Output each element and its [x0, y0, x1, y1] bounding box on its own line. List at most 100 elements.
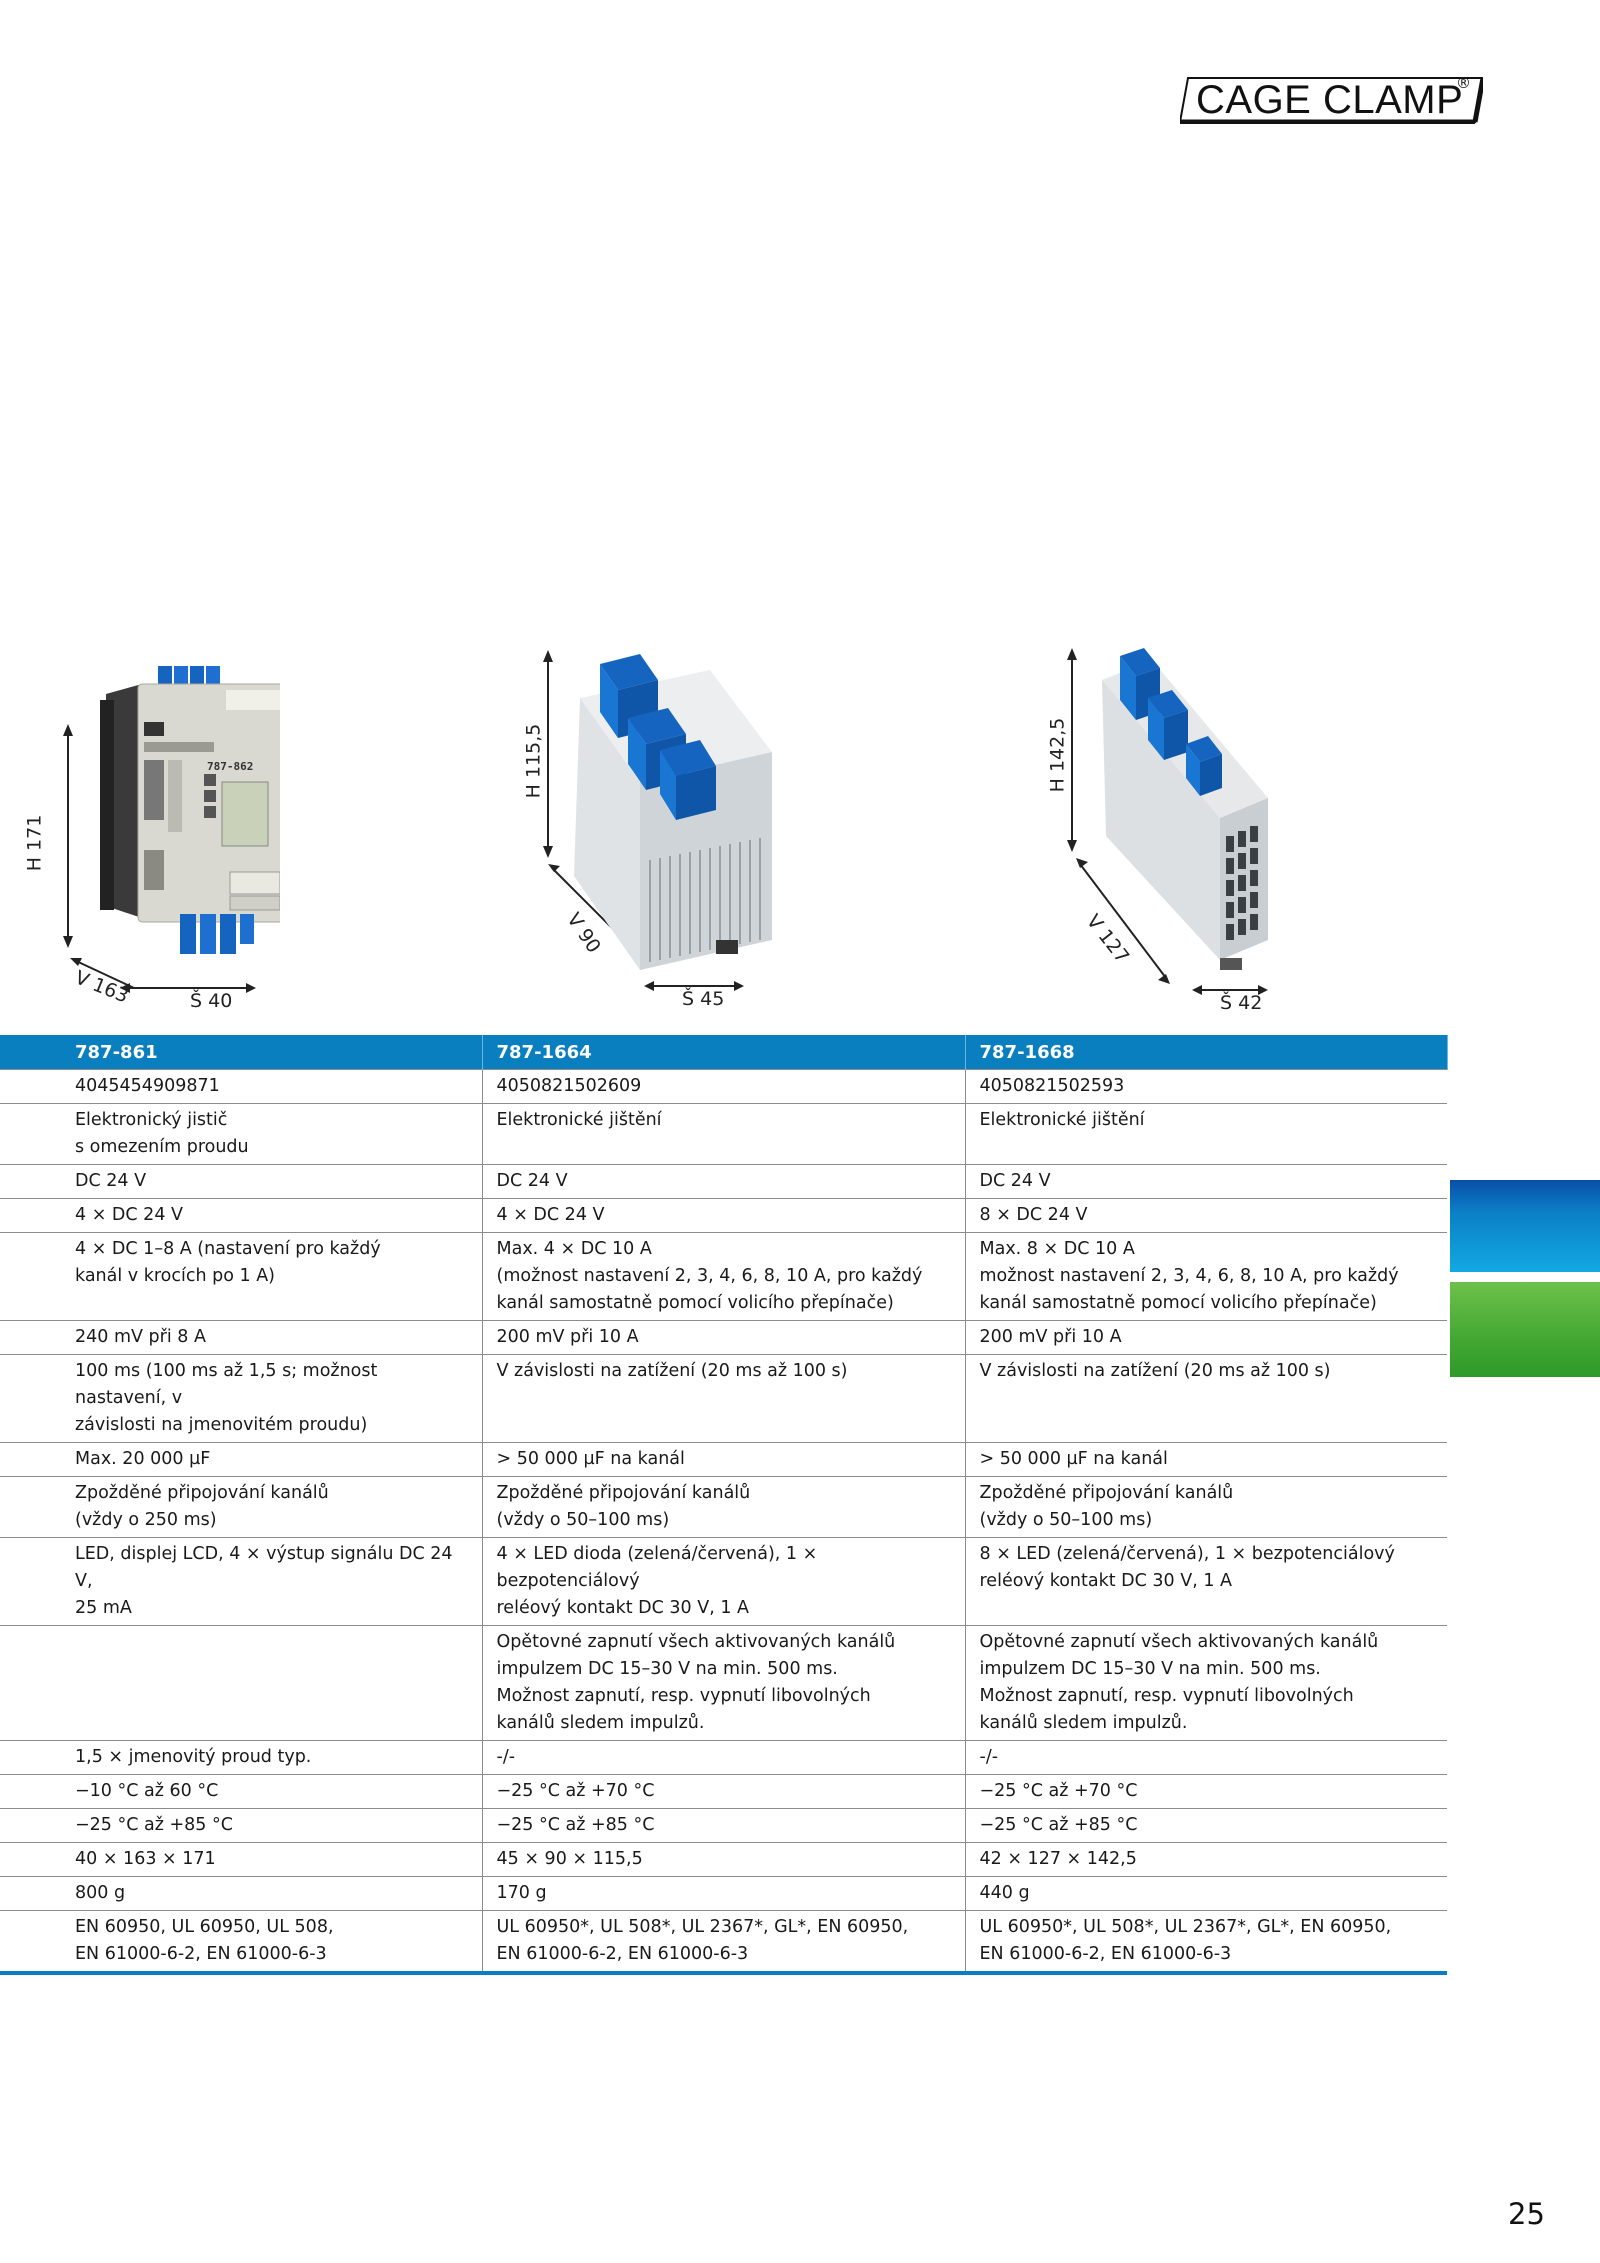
side-tab-blue — [1450, 1180, 1600, 1272]
table-row: Opětovné zapnutí všech aktivovaných kaná… — [0, 1625, 1447, 1741]
cell-line: Zpožděné připojování kanálů — [496, 1483, 751, 1503]
cell-line: 200 mV při 10 A — [979, 1327, 1122, 1347]
cell-line: 25 mA — [75, 1598, 132, 1618]
table-cell: DC 24 V — [0, 1164, 483, 1199]
cell-line: kanál samostatně pomocí volicího přepína… — [979, 1293, 1377, 1313]
table-cell: 4050821502609 — [482, 1069, 966, 1104]
cell-line: (vždy o 50–100 ms) — [496, 1510, 670, 1530]
table-cell: 8 × DC 24 V — [965, 1198, 1447, 1233]
product-1-width-label: Š 40 — [190, 990, 233, 1012]
table-cell: 200 mV při 10 A — [482, 1320, 966, 1355]
table-row: 240 mV při 8 A 200 mV při 10 A 200 mV při … — [0, 1320, 1447, 1355]
table-cell: 4045454909871 — [0, 1069, 483, 1104]
cell-line: -/- — [979, 1747, 999, 1767]
table-row: Zpožděné připojování kanálů (vždy o 250 m… — [0, 1476, 1447, 1538]
column-header: 787-1664 — [482, 1035, 966, 1070]
cell-line: 8 × DC 24 V — [979, 1205, 1088, 1225]
cell-line: EN 60950, UL 60950, UL 508, — [75, 1917, 334, 1937]
table-row: 800 g 170 g 440 g — [0, 1876, 1447, 1911]
table-cell: 4 × DC 24 V — [482, 1198, 966, 1233]
cell-line: (vždy o 50–100 ms) — [979, 1510, 1153, 1530]
cell-line: 440 g — [979, 1883, 1030, 1903]
cell-line: EN 61000-6-2, EN 61000-6-3 — [979, 1944, 1232, 1964]
cell-line: 4 × DC 1–8 A (nastavení pro každý — [75, 1239, 381, 1259]
cell-line: Možnost zapnutí, resp. vypnutí libovolný… — [496, 1686, 871, 1706]
cell-line: (možnost nastavení 2, 3, 4, 6, 8, 10 A, … — [496, 1266, 923, 1286]
table-cell: −25 °C až +85 °C — [482, 1808, 966, 1843]
cell-line: 8 × LED (zelená/červená), 1 × bezpotenci… — [979, 1544, 1395, 1564]
cell-line: > 50 000 µF na kanál — [979, 1449, 1168, 1469]
cell-line: impulzem DC 15–30 V na min. 500 ms. — [496, 1659, 838, 1679]
table-cell: V závislosti na zatížení (20 ms až 100 s… — [965, 1354, 1447, 1443]
table-cell: 100 ms (100 ms až 1,5 s; možnost nastave… — [0, 1354, 483, 1443]
table-cell: 42 × 127 × 142,5 — [965, 1842, 1447, 1877]
cell-line: 800 g — [75, 1883, 126, 1903]
table-cell: 4 × LED dioda (zelená/červená), 1 × bezp… — [482, 1537, 966, 1626]
cell-line: −10 °C až 60 °C — [75, 1781, 219, 1801]
table-row: LED, displej LCD, 4 × výstup signálu DC … — [0, 1537, 1447, 1626]
product-3-height-label: H 142,5 — [1046, 717, 1069, 793]
table-cell: 40 × 163 × 171 — [0, 1842, 483, 1877]
device-label: 787-862 — [207, 760, 254, 773]
table-cell: Max. 4 × DC 10 A(možnost nastavení 2, 3,… — [482, 1232, 966, 1321]
cell-line: > 50 000 µF na kanál — [496, 1449, 685, 1469]
table-cell: Zpožděné připojování kanálů (vždy o 50–10… — [482, 1476, 966, 1538]
cell-line: −25 °C až +70 °C — [979, 1781, 1138, 1801]
cell-line: závislosti na jmenovitém proudu) — [75, 1415, 368, 1435]
table-cell: DC 24 V — [965, 1164, 1447, 1199]
cell-line: UL 60950*, UL 508*, UL 2367*, GL*, EN 60… — [979, 1917, 1392, 1937]
cell-line: 45 × 90 × 115,5 — [496, 1849, 643, 1869]
table-cell: Zpožděné připojování kanálů (vždy o 250 m… — [0, 1476, 483, 1538]
product-1-illustration: 787-862 H 171 V 163 Š 40 — [23, 660, 289, 1020]
cell-line: Opětovné zapnutí všech aktivovaných kaná… — [496, 1632, 896, 1652]
cell-line: DC 24 V — [75, 1171, 147, 1191]
page-number: 25 — [1508, 2197, 1545, 2231]
column-header: 787-1668 — [965, 1035, 1448, 1070]
cell-line: kanál v krocích po 1 A) — [75, 1266, 275, 1286]
table-cell: −25 °C až +85 °C — [965, 1808, 1447, 1843]
product-2-height-label: H 115,5 — [522, 723, 545, 799]
table-cell: V závislosti na zatížení (20 ms až 100 s… — [482, 1354, 966, 1443]
table-cell: 4050821502593 — [965, 1069, 1447, 1104]
product-1-height-label: H 171 — [23, 814, 46, 872]
table-cell: > 50 000 µF na kanál — [965, 1442, 1447, 1477]
cell-line: Zpožděné připojování kanálů — [75, 1483, 329, 1503]
cell-line: UL 60950*, UL 508*, UL 2367*, GL*, EN 60… — [496, 1917, 909, 1937]
table-cell: -/- — [965, 1740, 1447, 1775]
table-cell — [0, 1625, 483, 1741]
product-2-illustration: H 115,5 V 90 Š 45 — [510, 640, 800, 1020]
cell-line: −25 °C až +70 °C — [496, 1781, 655, 1801]
table-row: 4 × DC 1–8 A (nastavení pro každý kanál v… — [0, 1232, 1447, 1321]
table-cell: Elektronické jištění — [482, 1103, 966, 1165]
cell-line: Elektronický jistič — [75, 1110, 228, 1130]
table-cell: −25 °C až +70 °C — [965, 1774, 1447, 1809]
cell-line: reléový kontakt DC 30 V, 1 A — [496, 1598, 750, 1618]
product-2-image — [543, 650, 772, 991]
table-cell: DC 24 V — [482, 1164, 966, 1199]
product-3-illustration: H 142,5 V 127 Š 42 — [1036, 640, 1296, 1020]
cell-line: V závislosti na zatížení (20 ms až 100 s… — [496, 1361, 848, 1381]
cell-line: kanál samostatně pomocí volicího přepína… — [496, 1293, 894, 1313]
cell-line: −25 °C až +85 °C — [496, 1815, 655, 1835]
cell-line: -/- — [496, 1747, 516, 1767]
table-cell: LED, displej LCD, 4 × výstup signálu DC … — [0, 1537, 483, 1626]
cell-line: 200 mV při 10 A — [496, 1327, 639, 1347]
cell-line: LED, displej LCD, 4 × výstup signálu DC … — [75, 1544, 453, 1591]
cell-line: 240 mV při 8 A — [75, 1327, 206, 1347]
cell-line: (vždy o 250 ms) — [75, 1510, 217, 1530]
cell-line: Opětovné zapnutí všech aktivovaných kaná… — [979, 1632, 1379, 1652]
table-cell: 200 mV při 10 A — [965, 1320, 1447, 1355]
cell-line: s omezením proudu — [75, 1137, 249, 1157]
cell-line: možnost nastavení 2, 3, 4, 6, 8, 10 A, p… — [979, 1266, 1399, 1286]
logo-text: CAGE CLAMP — [1196, 78, 1464, 122]
table-row: EN 60950, UL 60950, UL 508, EN 61000-6-2,… — [0, 1910, 1447, 1975]
column-header: 787-861 — [0, 1035, 483, 1070]
cell-line — [75, 1629, 468, 1656]
table-cell: 170 g — [482, 1876, 966, 1911]
logo-frame — [1180, 77, 1483, 124]
table-cell: EN 60950, UL 60950, UL 508,EN 61000-6-2,… — [0, 1910, 483, 1975]
table-cell: 8 × LED (zelená/červená), 1 × bezpotenci… — [965, 1537, 1447, 1626]
